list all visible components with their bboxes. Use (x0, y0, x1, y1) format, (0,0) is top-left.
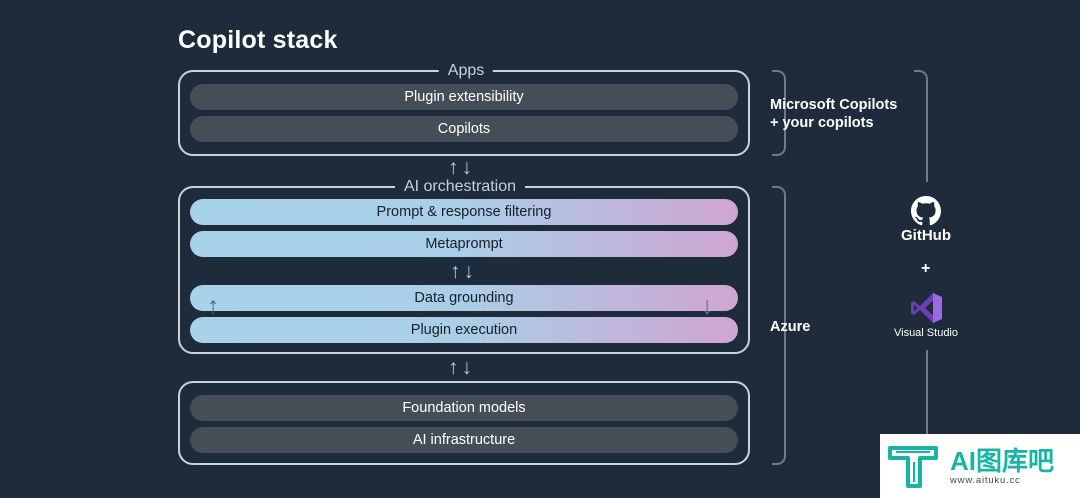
down-arrow-icon: ↓ (701, 292, 714, 320)
foundation-models-bar: Foundation models (190, 395, 738, 421)
github-label: GitHub (901, 227, 951, 244)
visual-studio-icon (911, 293, 942, 323)
apps-group: Apps Plugin extensibility Copilots (178, 61, 750, 156)
page-title: Copilot stack (178, 26, 338, 54)
orchestration-foundation-arrows: ↑↓ (448, 356, 475, 379)
visual-studio-label: Visual Studio (893, 327, 958, 339)
watermark-brand: AI图库吧 (950, 445, 1055, 476)
apps-label: Apps (438, 61, 494, 81)
up-arrow-icon: ↑ (207, 292, 220, 320)
watermark-logo-icon (888, 446, 938, 488)
github-logo: GitHub (896, 196, 956, 244)
orchestration-label: AI orchestration (394, 177, 526, 197)
visual-studio-logo: Visual Studio (886, 292, 966, 339)
copilots-bracket (772, 70, 786, 156)
plugin-extensibility-bar: Plugin extensibility (190, 84, 738, 110)
data-grounding-bar: Data grounding (190, 285, 738, 311)
orchestration-group: AI orchestration Prompt & response filte… (178, 177, 750, 354)
inner-orchestration-arrows: ↑↓ (450, 260, 477, 283)
watermark: AI图库吧 www.aituku.cc (880, 434, 1080, 498)
copilots-label-line2: + your copilots (770, 115, 874, 131)
metaprompt-bar: Metaprompt (190, 231, 738, 257)
apps-orchestration-arrows: ↑↓ (448, 156, 475, 179)
plugin-execution-bar: Plugin execution (190, 317, 738, 343)
foundation-group: Foundation models AI infrastructure (178, 381, 750, 465)
tools-plus: + (921, 260, 931, 277)
prompt-filtering-bar: Prompt & response filtering (190, 199, 738, 225)
azure-bracket (772, 186, 786, 465)
copilots-bar: Copilots (190, 116, 738, 142)
tools-bracket-top (914, 70, 928, 182)
tools-line-bottom (926, 350, 928, 434)
ai-infrastructure-bar: AI infrastructure (190, 427, 738, 453)
watermark-url: www.aituku.cc (950, 474, 1021, 486)
azure-label: Azure (770, 319, 811, 335)
copilots-label-line1: Microsoft Copilots (770, 97, 898, 113)
github-icon (911, 196, 941, 226)
